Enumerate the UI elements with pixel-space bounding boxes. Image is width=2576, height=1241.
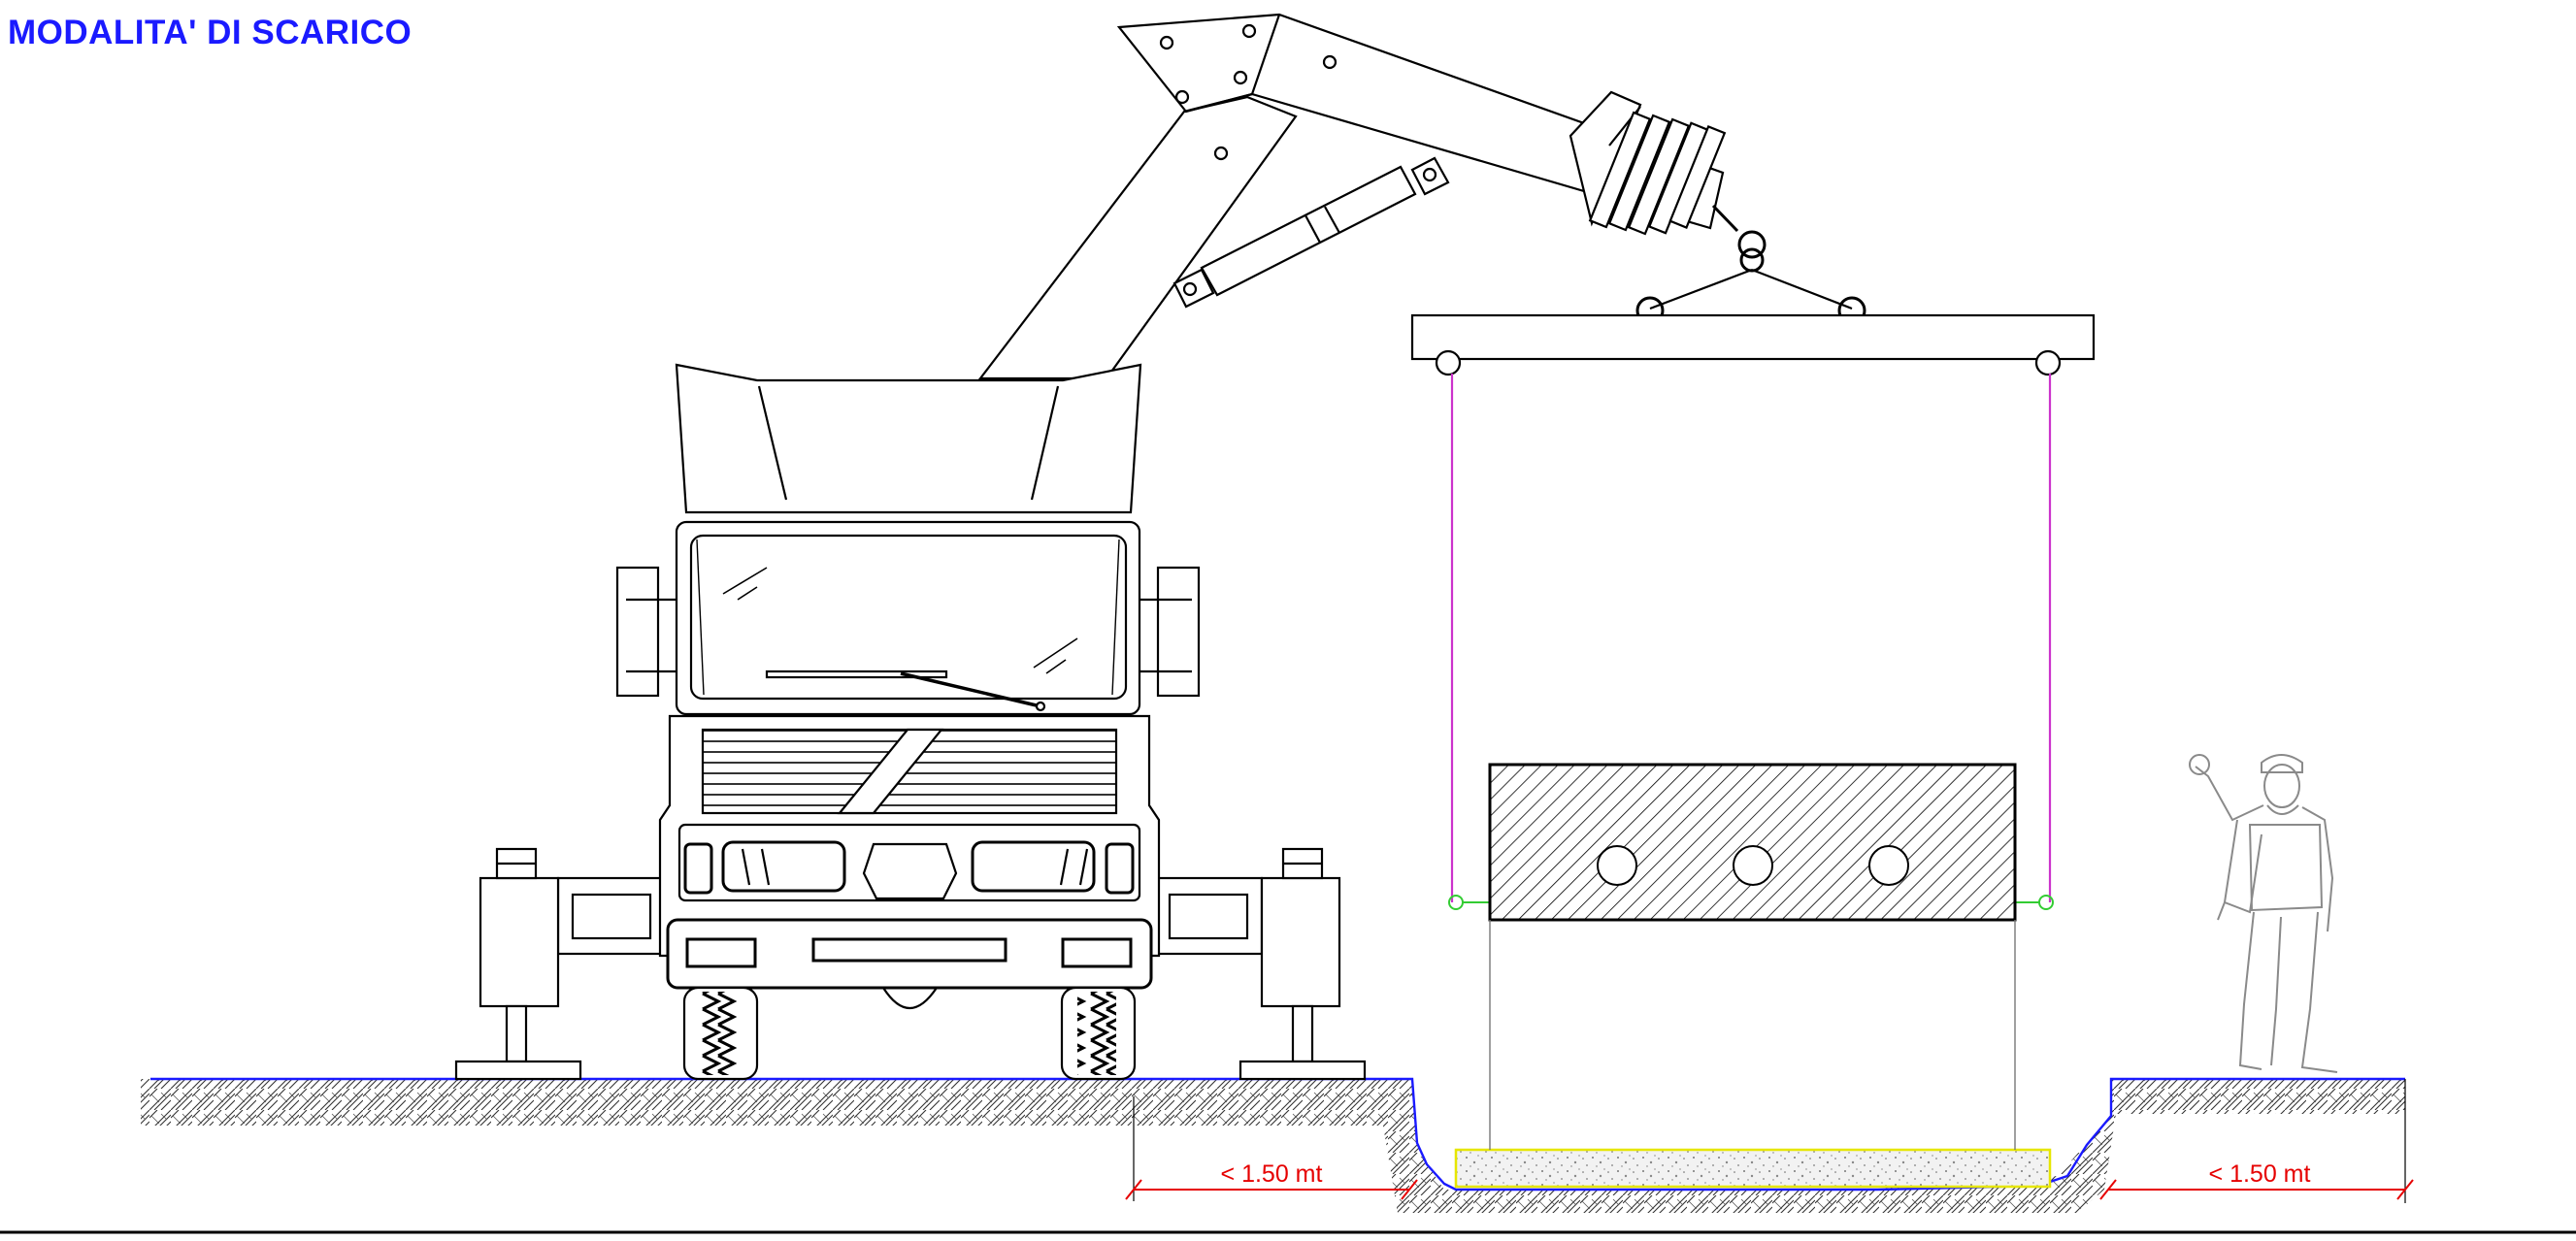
dimension-left-label: < 1.50 mt bbox=[1221, 1160, 1323, 1188]
concrete-block bbox=[1488, 763, 2017, 922]
spreader-beam bbox=[1410, 313, 2096, 361]
outrigger-left bbox=[454, 847, 667, 1081]
outrigger-right bbox=[1153, 847, 1367, 1081]
headlight-left bbox=[721, 840, 846, 893]
dimension-right bbox=[2099, 1179, 2414, 1200]
windshield bbox=[689, 534, 1128, 701]
headlight-right bbox=[971, 840, 1096, 893]
crane-boom bbox=[977, 13, 1866, 380]
ground-line-left bbox=[150, 1077, 1878, 1192]
load bbox=[1410, 313, 2096, 1150]
ground bbox=[0, 1077, 2576, 1234]
emblem bbox=[862, 842, 958, 900]
dimension-right-label: < 1.50 mt bbox=[2209, 1160, 2311, 1188]
cab-spoiler bbox=[675, 363, 1142, 514]
truck bbox=[454, 13, 1866, 1081]
page-title: MODALITA' DI SCARICO bbox=[8, 14, 413, 51]
mirrors bbox=[615, 566, 1201, 698]
worker-figure bbox=[2189, 754, 2338, 1073]
gravel-bed bbox=[1454, 1148, 2052, 1189]
cab-upper bbox=[675, 520, 1141, 716]
wiper-arm bbox=[765, 669, 948, 679]
grille bbox=[701, 728, 1118, 815]
dimension-left bbox=[1125, 1096, 1418, 1201]
